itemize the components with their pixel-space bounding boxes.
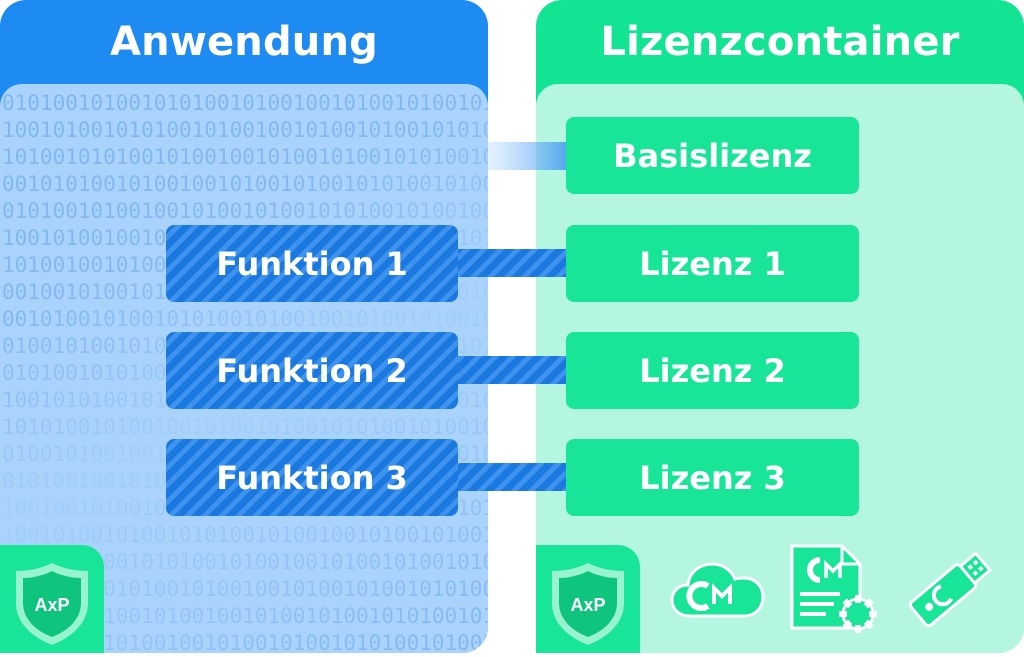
function-3-box: Funktion 3 [166,439,458,516]
base-license-box: Basislizenz [566,117,859,194]
license-1-box: Lizenz 1 [566,225,859,302]
application-title: Anwendung [109,19,378,65]
usb-dongle-icon [900,540,1000,640]
arrow-function-1 [456,249,586,277]
shield-icon: AxP [552,563,624,645]
cloud-cm-icon [668,556,766,626]
function-1-box: Funktion 1 [166,225,458,302]
arrow-function-2 [456,356,586,384]
application-badge-label: AxP [34,595,69,615]
license-badge-label: AxP [570,595,605,615]
license-2-box: Lizenz 2 [566,332,859,409]
arrow-function-3 [456,463,586,491]
arrow-basislizenz [488,142,586,170]
function-2-box: Funktion 2 [166,332,458,409]
document-cm-gear-icon [786,542,882,638]
license-shield-corner: AxP [536,545,640,653]
shield-icon: AxP [16,563,88,645]
license-container-title: Lizenzcontainer [600,19,960,65]
application-shield-corner: AxP [0,545,104,653]
license-3-box: Lizenz 3 [566,439,859,516]
